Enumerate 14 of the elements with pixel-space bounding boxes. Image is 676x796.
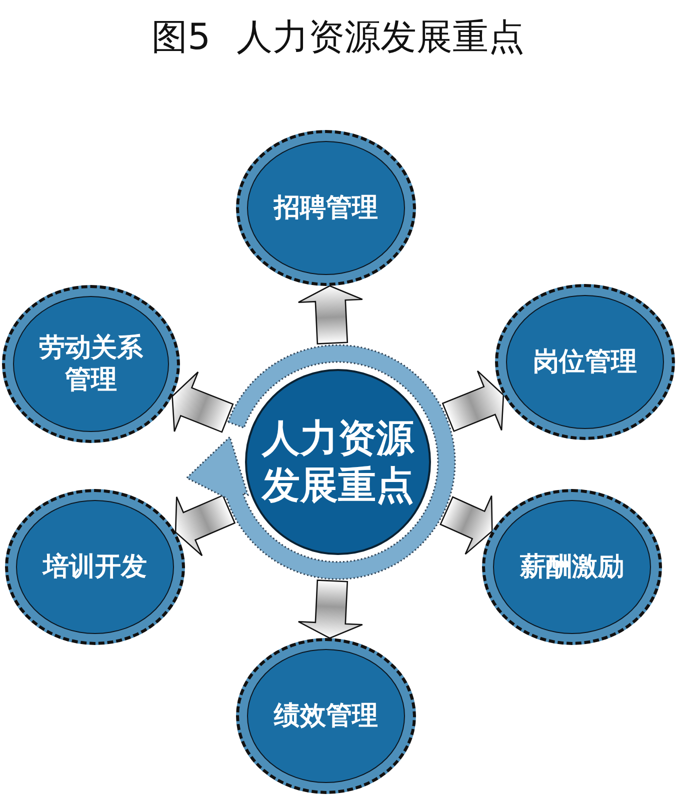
node-label: 培训开发 [43, 550, 147, 584]
block-arrow [298, 285, 364, 344]
block-arrow [440, 495, 493, 555]
block-arrow [172, 371, 234, 433]
block-arrow [298, 580, 364, 639]
node-label: 岗位管理 [533, 346, 637, 378]
node-label: 绩效管理 [274, 700, 378, 732]
node-label: 人力资源发展重点 [262, 414, 414, 509]
diagram-title: 图5 人力资源发展重点 [152, 16, 524, 60]
node-label: 薪酬激励 [520, 550, 624, 584]
node-label: 招聘管理 [274, 192, 378, 224]
block-arrow [174, 494, 236, 556]
node-label: 劳动关系管理 [39, 332, 143, 396]
block-arrow [442, 370, 504, 432]
